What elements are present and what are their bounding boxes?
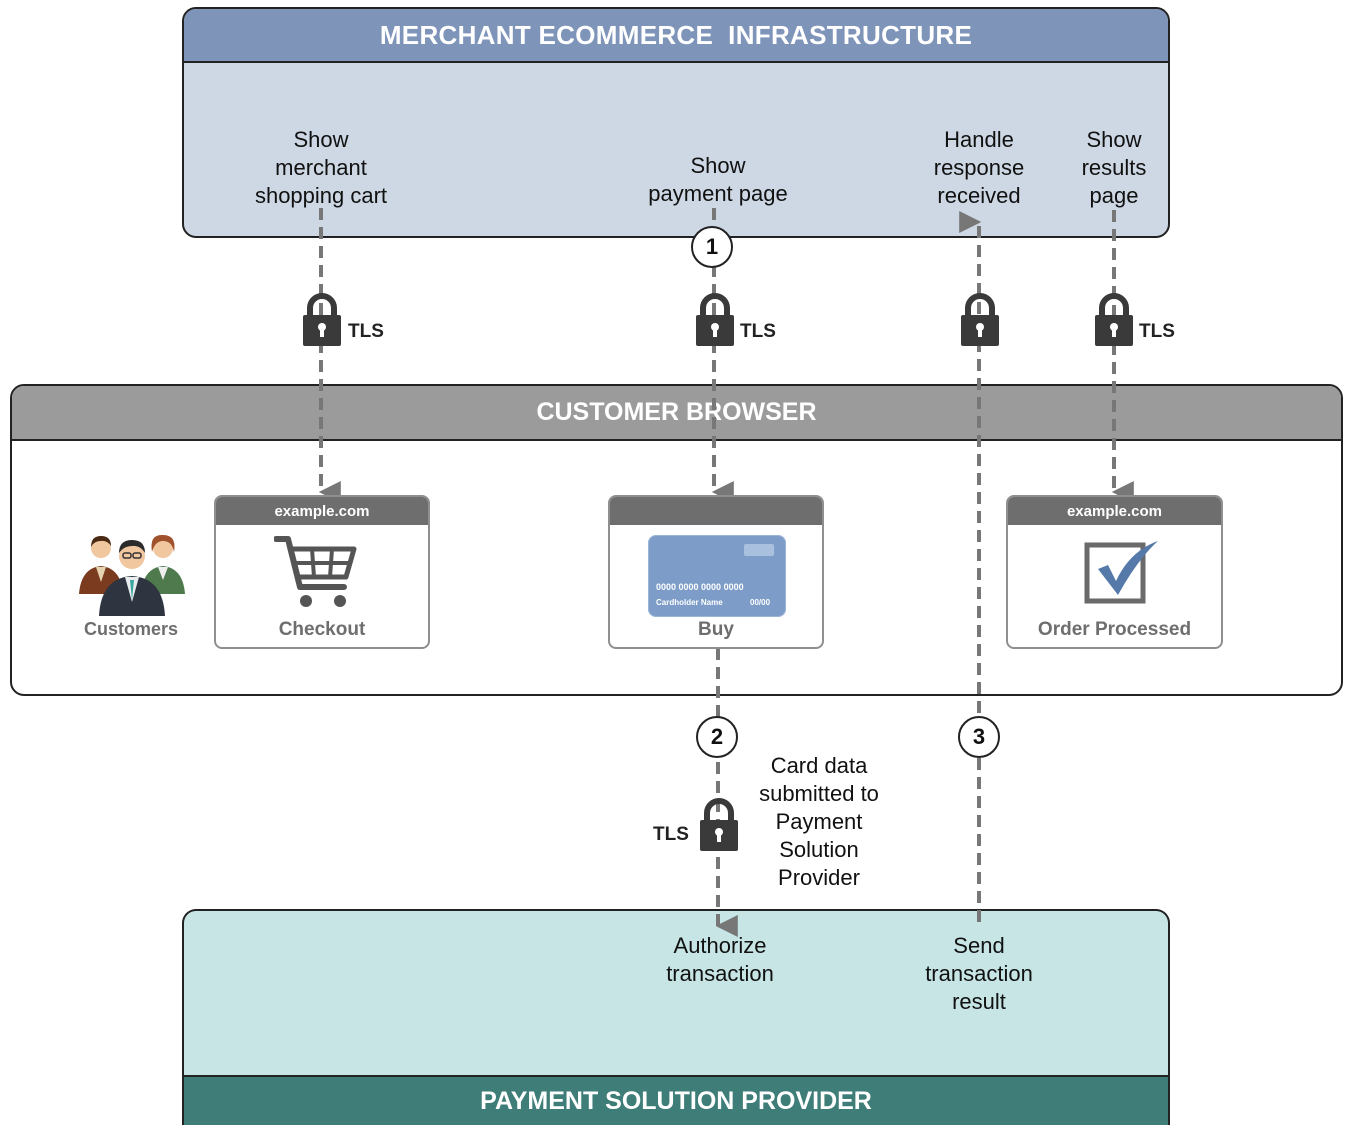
- order-processed-window[interactable]: example.com Order Processed: [1006, 495, 1223, 649]
- checkout-label: Checkout: [278, 619, 366, 640]
- label-handle-response: Handle response received: [933, 127, 1025, 208]
- tls-label: TLS: [740, 321, 776, 342]
- card-chip: [744, 544, 774, 556]
- tls-label: TLS: [653, 824, 689, 845]
- order-label: Order Processed: [1037, 619, 1192, 640]
- checkmark-icon: [1084, 541, 1158, 604]
- label-show-results: Show results page: [1081, 127, 1147, 208]
- tls-label: TLS: [348, 321, 384, 342]
- customers-icon: [79, 534, 185, 616]
- order-url: example.com: [1008, 497, 1221, 525]
- credit-card-icon: 0000 0000 0000 0000 Cardholder Name 00/0…: [648, 535, 786, 617]
- lock-icon: [1095, 293, 1133, 346]
- step-2-badge: 2: [696, 716, 738, 758]
- shopping-cart-icon: [274, 536, 357, 607]
- checkout-url: example.com: [216, 497, 428, 525]
- card-number: 0000 0000 0000 0000: [656, 582, 744, 592]
- step-3-badge: 3: [958, 716, 1000, 758]
- lock-icon: [961, 293, 999, 346]
- label-show-payment: Show payment page: [648, 153, 788, 206]
- payment-provider-panel: PAYMENT SOLUTION PROVIDER: [182, 909, 1170, 1125]
- lock-icon: [696, 293, 734, 346]
- tls-label: TLS: [1139, 321, 1175, 342]
- lock-icon: [700, 798, 738, 851]
- browser-title: CUSTOMER BROWSER: [12, 386, 1341, 441]
- card-data-note: Card data submitted to Payment Solution …: [759, 753, 879, 890]
- label-send-result: Send transaction result: [925, 933, 1033, 1014]
- label-authorize: Authorize transaction: [666, 933, 774, 986]
- merchant-infrastructure-panel: MERCHANT ECOMMERCE INFRASTRUCTURE: [182, 7, 1170, 238]
- customers-label: Customers: [83, 619, 179, 639]
- merchant-title: MERCHANT ECOMMERCE INFRASTRUCTURE: [184, 9, 1168, 63]
- buy-label: Buy: [698, 619, 734, 640]
- buy-url: [610, 497, 822, 525]
- step-1-badge: 1: [691, 226, 733, 268]
- cardholder-name: Cardholder Name: [656, 598, 723, 607]
- lock-icon: [303, 293, 341, 346]
- buy-window[interactable]: 0000 0000 0000 0000 Cardholder Name 00/0…: [608, 495, 824, 649]
- card-expiry: 00/00: [750, 598, 771, 607]
- checkout-window[interactable]: example.com Checkout: [214, 495, 430, 649]
- provider-title: PAYMENT SOLUTION PROVIDER: [184, 1075, 1168, 1125]
- label-show-cart: Show merchant shopping cart: [254, 127, 388, 208]
